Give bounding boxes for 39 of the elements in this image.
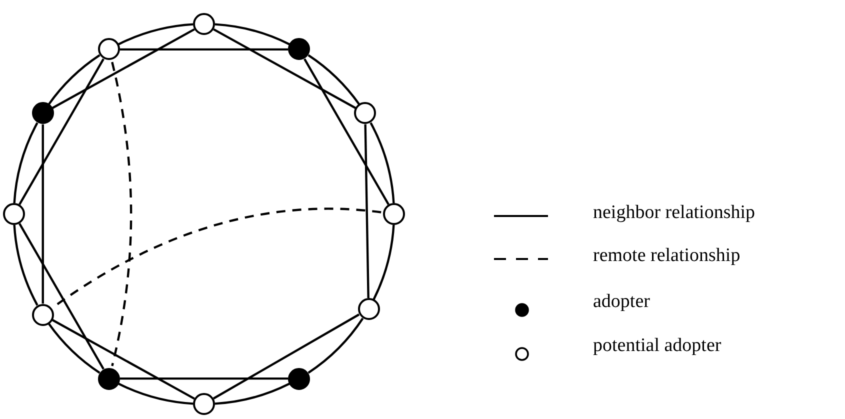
- connector-line: [18, 222, 104, 370]
- connector-arc: [372, 224, 395, 300]
- potential-adopter-node: [354, 102, 376, 124]
- connector-arc: [13, 122, 38, 204]
- connector-line: [213, 28, 356, 109]
- connector-line: [304, 58, 390, 206]
- dashed-connector: [111, 62, 132, 366]
- connector-arc: [308, 54, 360, 105]
- connector-arc: [214, 23, 290, 46]
- adopter-node: [288, 38, 310, 60]
- legend-text: potential adopter: [593, 335, 722, 357]
- connector-line: [120, 48, 288, 51]
- adopter-node: [32, 102, 54, 124]
- connector-line: [212, 314, 360, 400]
- connector-arc: [13, 224, 38, 306]
- adopter-node: [288, 368, 310, 390]
- connector-arc: [118, 382, 194, 405]
- potential-adopter-node: [383, 203, 405, 225]
- connector-arc: [48, 323, 100, 374]
- potential-adopter-node: [358, 298, 380, 320]
- connector-arc: [370, 122, 395, 204]
- legend-text: adopter: [593, 291, 650, 313]
- connector-line: [364, 124, 370, 298]
- potential-adopter-node: [193, 13, 215, 35]
- connector-arc: [118, 23, 194, 46]
- potential-adopter-node: [32, 304, 54, 326]
- connector-line: [18, 58, 104, 206]
- potential-adopter-node: [193, 393, 215, 415]
- adopter-node: [98, 368, 120, 390]
- potential-adopter-node: [98, 38, 120, 60]
- legend-text: remote relationship: [593, 245, 740, 267]
- potential-adopter-node: [3, 203, 25, 225]
- connector-arc: [214, 382, 290, 405]
- legend-text: neighbor relationship: [593, 202, 755, 224]
- connector-arc: [308, 318, 364, 374]
- connector-line: [52, 319, 195, 400]
- connector-arc: [48, 54, 100, 105]
- connector-line: [52, 28, 195, 109]
- connector-line: [120, 377, 288, 380]
